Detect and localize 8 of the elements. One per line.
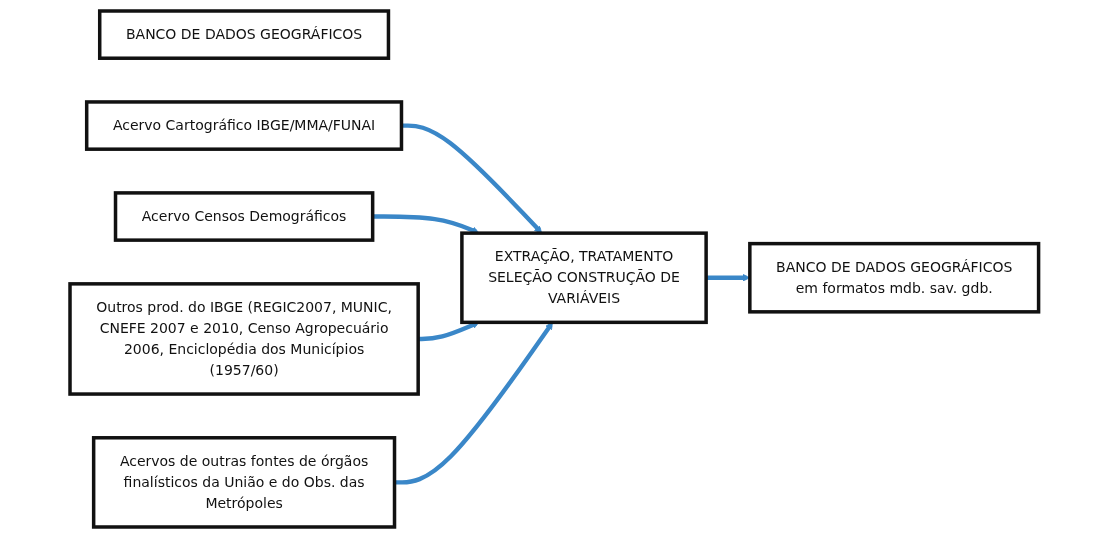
node-box: EXTRAÇÃO, TRATAMENTO SELEÇÃO CONSTRUÇÃO DE VARIÁVEIS	[459, 230, 708, 324]
node-box: BANCO DE DADOS GEOGRÁFICOS em formatos mdb. sav. gdb.	[747, 241, 1041, 314]
node-box: BANCO DE DADOS GEOGRÁFICOS	[97, 8, 390, 60]
arrow	[401, 122, 542, 233]
node-box: Acervo Censos Demográficos	[113, 190, 375, 242]
node-box: Outros prod. do IBGE (REGIC2007, MUNIC, CNEFE 2007 e 2010, Censo Agropecuário 2006, Enciclopédia dos Municípios (1957/60)	[67, 281, 420, 396]
node-box: Acervo Cartográfico IBGE/MMA/FUNAI	[84, 99, 403, 151]
node-box: Acervos de outras fontes de órgãos finalísticos da União e do Obs. das Metrópoles	[91, 435, 396, 529]
